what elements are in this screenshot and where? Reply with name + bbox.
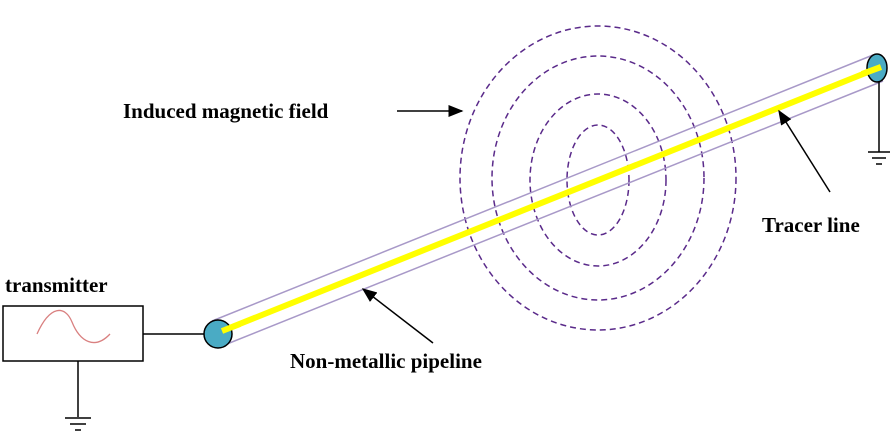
label-transmitter: transmitter — [5, 273, 108, 297]
tracer-wire-end — [860, 64, 883, 77]
label-induced-field: Induced magnetic field — [123, 99, 329, 123]
pipe-end-left — [203, 319, 233, 349]
ground-icon-left — [65, 417, 91, 431]
transmitter — [2, 305, 204, 431]
far-end-ground — [868, 82, 890, 165]
pipeline — [203, 53, 888, 349]
pipe-wall-lower — [221, 80, 884, 347]
tracer-wire-start — [220, 321, 242, 334]
label-pipeline: Non-metallic pipeline — [290, 349, 482, 373]
pipe-wall-upper — [211, 54, 874, 322]
sine-wave-icon — [36, 309, 111, 344]
field-ring-1 — [459, 25, 737, 331]
field-ring-2 — [491, 55, 705, 301]
label-tracer-line: Tracer line — [762, 213, 860, 237]
annotation-arrows — [361, 105, 831, 344]
transmitter-box — [2, 305, 144, 362]
ground-icon-right — [868, 151, 890, 165]
field-ring-4 — [566, 124, 630, 236]
arrow-pipeline — [361, 288, 434, 344]
tracer-wire — [220, 65, 880, 334]
field-ring-3 — [529, 93, 667, 267]
magnetic-field-rings — [459, 25, 737, 331]
arrow-tracer — [778, 109, 831, 193]
